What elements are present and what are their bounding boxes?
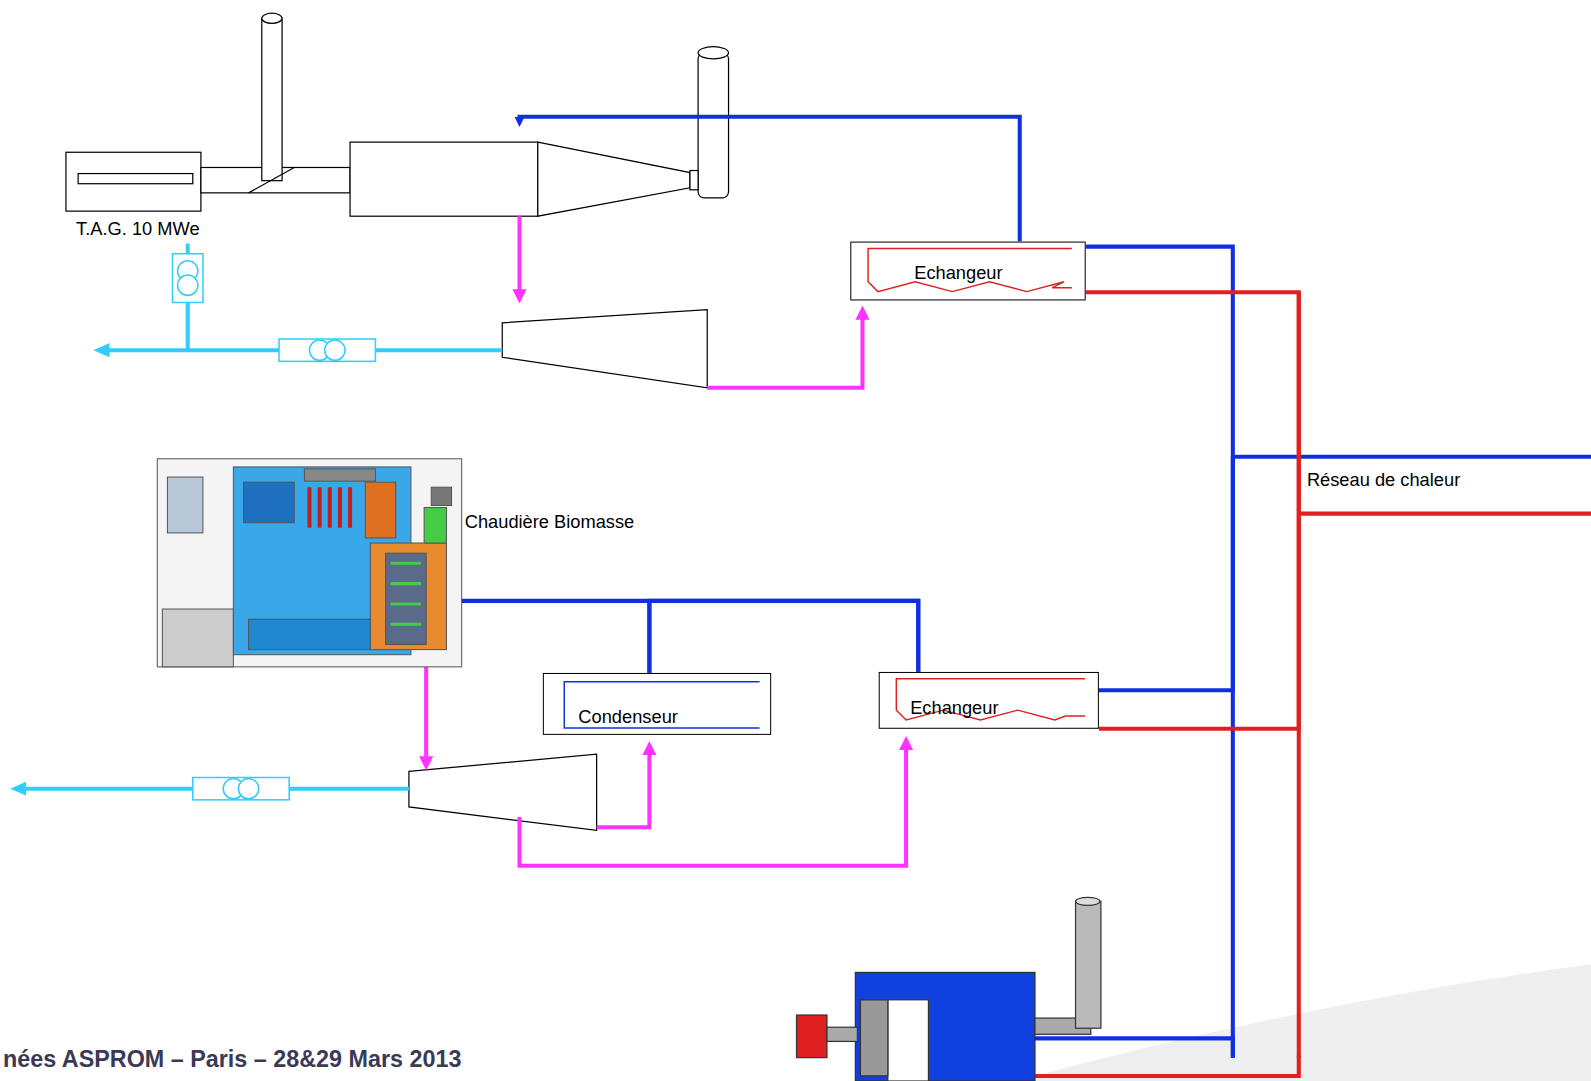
heat-exchanger: Echangeur (850, 242, 1085, 301)
network-pipe (1231, 457, 1235, 1058)
unit-label: T.A.G. 10 MWe (76, 219, 199, 240)
node-text: Echangeur (910, 697, 998, 718)
footer-text: nées ASPROM – Paris – 28&29 Mars 2013 (3, 1045, 461, 1072)
pipe-connector (1086, 247, 1233, 691)
condenser: Condenseur (543, 673, 771, 735)
pipe-connector (1086, 292, 1299, 728)
unit-label: Chaudière Biomasse (465, 512, 635, 533)
node-text: Condenseur (578, 706, 678, 727)
network-pipe (1297, 292, 1301, 1057)
node-text: Echangeur (914, 263, 1002, 284)
heat-exchanger: Echangeur (879, 672, 1099, 729)
pipe-connector (649, 601, 918, 673)
network-label: Réseau de chaleur (1307, 470, 1460, 491)
